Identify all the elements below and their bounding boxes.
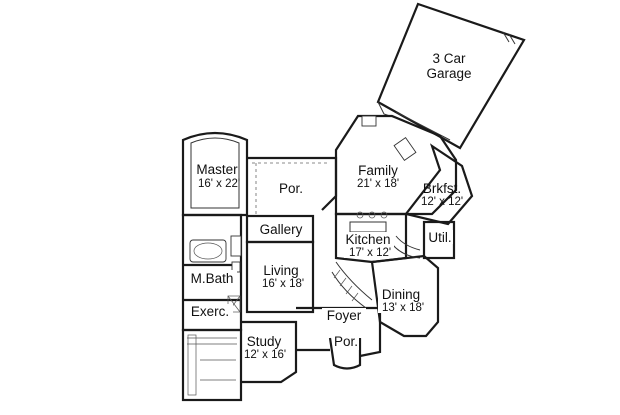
master-bath-label: M.Bath <box>191 271 234 286</box>
living-label: Living <box>263 263 298 278</box>
family-label: Family <box>358 163 398 178</box>
room-labels: 3 Car Garage Master 16' x 22' Por. Famil… <box>187 51 472 361</box>
garage-label-line2: Garage <box>426 66 471 81</box>
main-house-walls <box>241 114 474 384</box>
front-porch-label: Por. <box>334 334 358 349</box>
master-bath-fixtures <box>189 235 242 313</box>
exercise-label: Exerc. <box>191 304 229 319</box>
master-dims: 16' x 22' <box>198 178 240 190</box>
family-dims: 21' x 18' <box>357 178 399 190</box>
dining-label: Dining <box>382 287 420 302</box>
garage-label: 3 Car <box>432 51 466 66</box>
gallery-label: Gallery <box>260 222 303 237</box>
study-dims: 12' x 16' <box>244 349 286 361</box>
breakfast-label: Brkfst. <box>423 181 461 196</box>
kitchen-label: Kitchen <box>345 232 390 247</box>
kitchen-dims: 17' x 12' <box>349 247 391 259</box>
master-label: Master <box>196 162 238 177</box>
living-dims: 16' x 18' <box>262 278 304 290</box>
rear-porch-label: Por. <box>279 181 303 196</box>
master-wing-walls <box>181 131 249 402</box>
utility-label: Util. <box>428 230 451 245</box>
breakfast-dims: 12' x 12' <box>421 196 463 208</box>
dining-dims: 13' x 18' <box>382 302 424 314</box>
closet-shelving <box>187 334 237 396</box>
study-label: Study <box>247 334 282 349</box>
foyer-label: Foyer <box>327 308 362 323</box>
